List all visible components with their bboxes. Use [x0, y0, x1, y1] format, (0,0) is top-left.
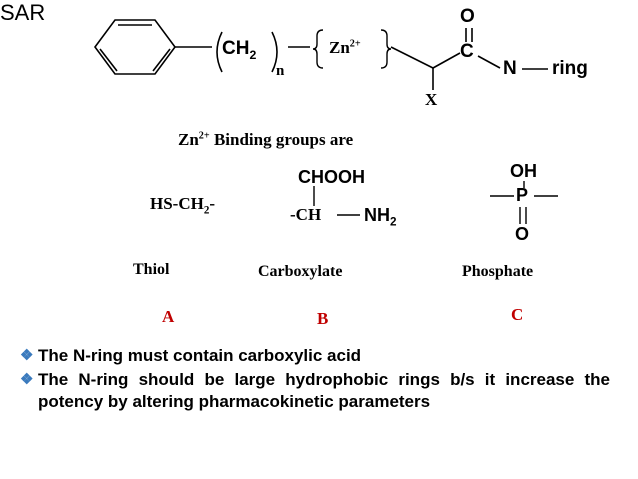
thiol-formula: HS-CH2-: [150, 194, 216, 217]
thiol-name: Thiol: [133, 261, 170, 278]
bullet-list: ❖ The N-ring must contain carboxylic aci…: [20, 345, 610, 415]
diamond-bullet-icon: ❖: [20, 347, 34, 364]
bond-line: [390, 46, 434, 69]
bond-line: [432, 52, 461, 69]
carboxylate-ch: -CH: [290, 205, 322, 224]
left-parenthesis: [216, 31, 223, 73]
right-parenthesis: [271, 31, 278, 73]
bond-line: [477, 55, 501, 69]
slide-heading: SAR: [0, 0, 46, 25]
right-brace: [380, 29, 392, 69]
carbon-atom: C: [460, 41, 474, 62]
sar-structure-diagram: [94, 19, 558, 224]
bullet-text: The N-ring must contain carboxylic acid: [38, 346, 362, 365]
ch2-group: CH2: [222, 38, 257, 62]
label-b: B: [317, 309, 329, 328]
carboxylate-amine: NH2: [364, 205, 397, 229]
phosphorus-atom: P: [516, 185, 529, 205]
benzene-ring-icon: [94, 19, 176, 75]
carboxylate-name: Carboxylate: [258, 263, 343, 280]
phosphate-oh: OH: [510, 161, 537, 181]
diamond-bullet-icon: ❖: [20, 371, 34, 388]
left-brace: [312, 29, 324, 69]
phosphate-o: O: [515, 224, 530, 244]
carboxylate-acid-group: CHOOH: [298, 167, 365, 187]
nitrogen-atom: N: [503, 58, 517, 79]
zinc-label: Zn2+: [329, 38, 361, 57]
bullet-text: The N-ring should be large hydrophobic r…: [38, 370, 610, 411]
oxygen-atom: O: [460, 6, 475, 27]
list-item: ❖ The N-ring must contain carboxylic aci…: [20, 345, 610, 367]
ring-label: ring: [552, 58, 588, 79]
repeat-n-label: n: [276, 63, 285, 79]
label-a: A: [162, 307, 175, 326]
x-substituent: X: [425, 90, 438, 109]
label-c: C: [511, 305, 524, 324]
phosphate-name: Phosphate: [462, 263, 534, 280]
binding-groups-heading: Zn2+ Binding groups are: [178, 130, 354, 149]
list-item: ❖ The N-ring should be large hydrophobic…: [20, 369, 610, 413]
